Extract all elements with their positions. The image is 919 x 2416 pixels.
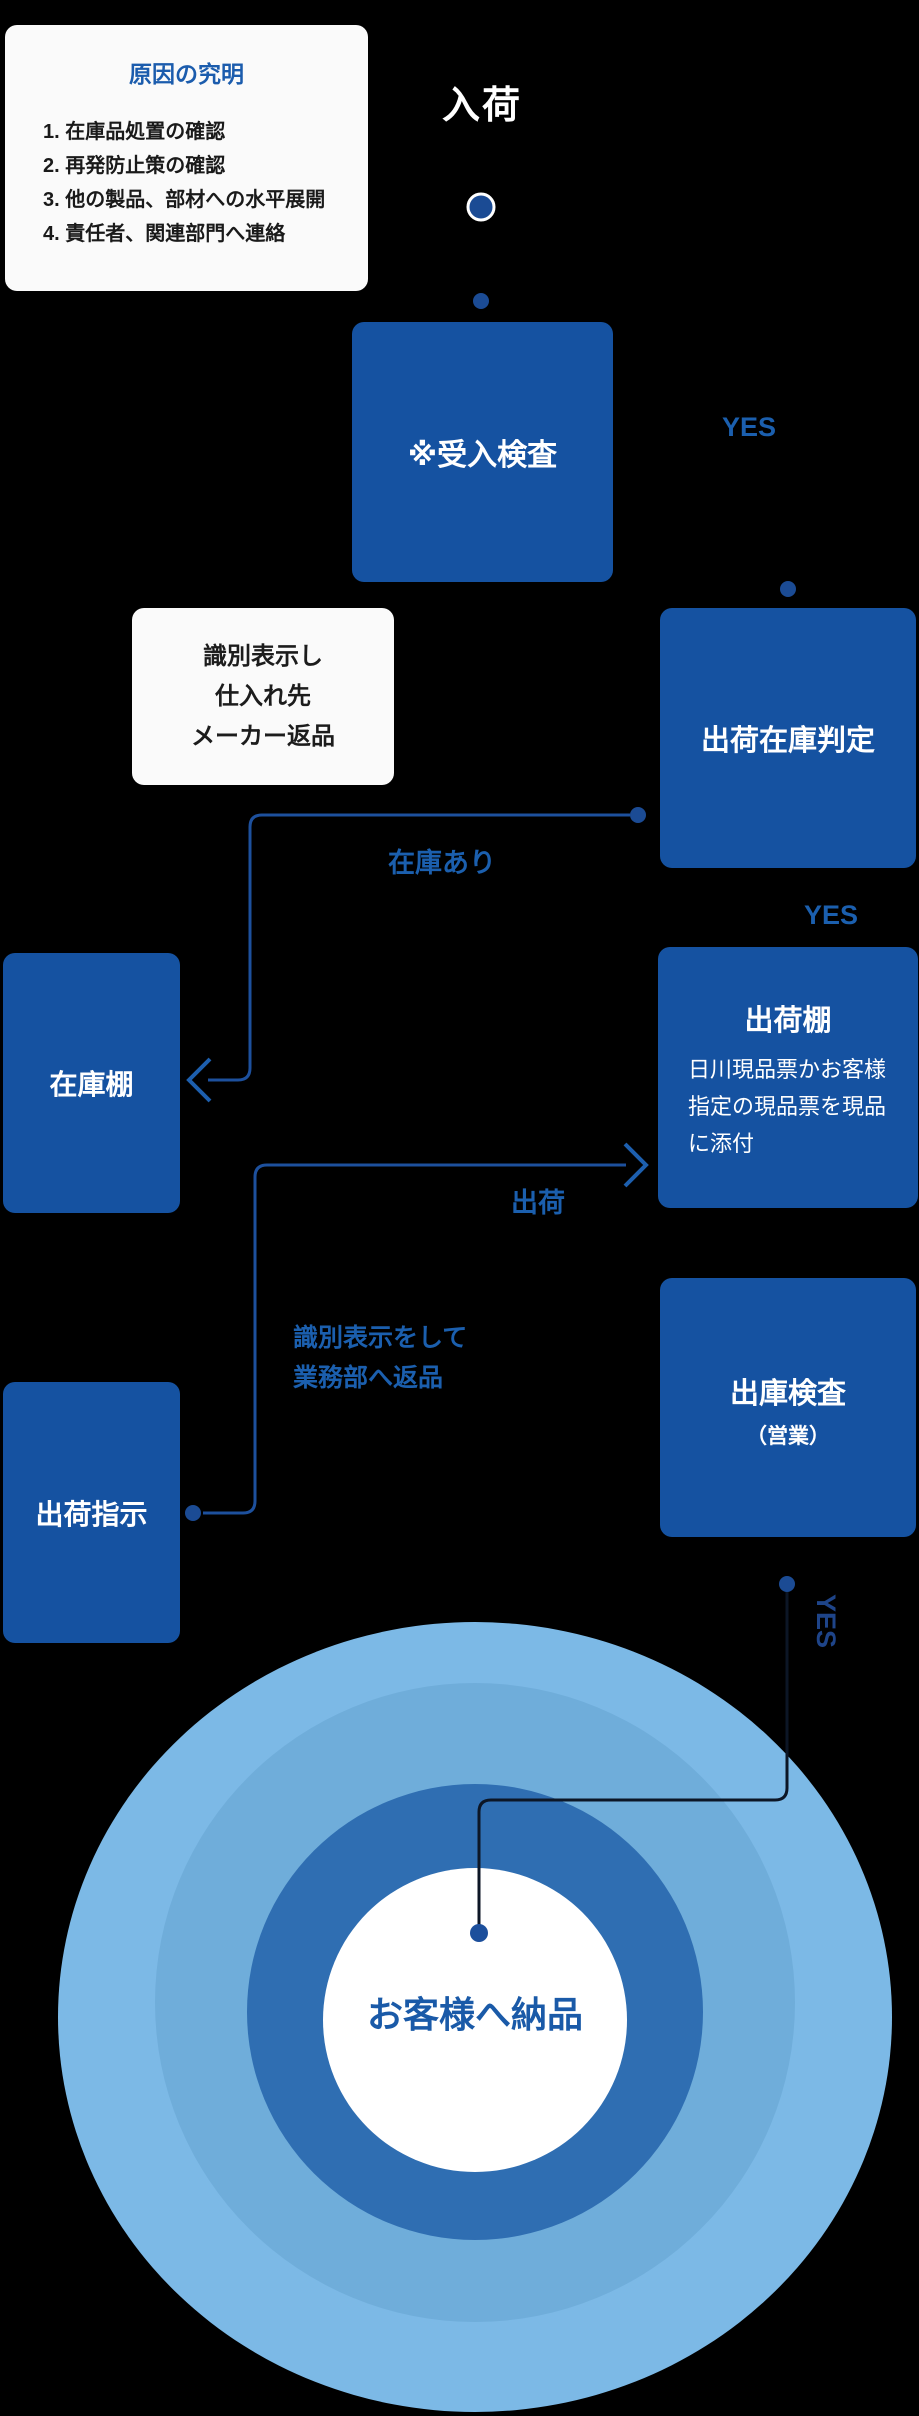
connector-delivery	[477, 1592, 789, 1926]
dot-hantei-left	[630, 807, 646, 823]
delivery-ring-white	[323, 1868, 627, 2172]
henpin-panel-text: 識別表示し 仕入れ先 メーカー返品	[191, 642, 335, 750]
node-label: 出荷指示	[35, 1498, 148, 1530]
shukka-label: 出荷	[511, 1188, 565, 1218]
arrow-left-icon	[186, 1057, 212, 1103]
arrow-right-icon	[623, 1142, 649, 1188]
start-label: 入荷	[442, 85, 523, 127]
cause-list: 1. 在庫品処置の確認 2. 再発防止策の確認 3. 他の製品、部材への水平展開…	[43, 115, 368, 251]
delivery-label: お客様へ納品	[366, 1994, 583, 2035]
cause-item: 2. 再発防止策の確認	[43, 155, 226, 177]
cause-panel-title: 原因の究明	[129, 61, 244, 87]
connector-zaiko	[208, 813, 630, 1082]
node-title: 出荷棚	[744, 1005, 832, 1037]
dot-before-ukeire	[473, 293, 489, 309]
node-shukka-shiji: 出荷指示	[3, 1382, 180, 1643]
node-subtitle: （営業）	[746, 1425, 830, 1448]
dot-delivery	[470, 1924, 488, 1942]
node-shukka-dana: 出荷棚 日川現品票かお客様指定の現品票を現品に添付	[658, 947, 918, 1208]
node-shukko-kensa: 出庫検査 （営業）	[660, 1278, 916, 1537]
yes-label-1: YES	[722, 412, 777, 442]
node-label: ※受入検査	[407, 439, 558, 472]
cause-item: 3. 他の製品、部材への水平展開	[43, 189, 326, 211]
cause-item: 1. 在庫品処置の確認	[43, 121, 226, 143]
dot-shiji-right	[185, 1505, 201, 1521]
yes-label-2: YES	[804, 900, 859, 930]
dot-after-shukko	[779, 1576, 795, 1592]
cause-item: 4. 責任者、関連部門へ連絡	[43, 223, 286, 245]
node-ukeire-kensa: ※受入検査	[352, 322, 613, 582]
dot-before-hantei	[780, 581, 796, 597]
node-label: 在庫棚	[49, 1069, 134, 1100]
yes-label-3: YES	[811, 1594, 841, 1649]
node-title: 出庫検査	[729, 1378, 846, 1410]
node-shukka-zaiko-hantei: 出荷在庫判定	[660, 608, 916, 868]
node-label: 出荷在庫判定	[700, 725, 875, 757]
henpin-note: 識別表示をして 業務部へ返品	[293, 1324, 468, 1392]
node-body: 日川現品票かお客様指定の現品票を現品に添付	[688, 1057, 887, 1156]
connector-shukka	[203, 1163, 626, 1515]
node-zaiko-dana: 在庫棚	[3, 953, 180, 1213]
dot-start	[466, 192, 496, 222]
henpin-panel: 識別表示し 仕入れ先 メーカー返品	[132, 608, 394, 785]
zaiko-ari-label: 在庫あり	[388, 848, 496, 878]
cause-panel: 原因の究明 1. 在庫品処置の確認 2. 再発防止策の確認 3. 他の製品、部材…	[5, 25, 368, 291]
